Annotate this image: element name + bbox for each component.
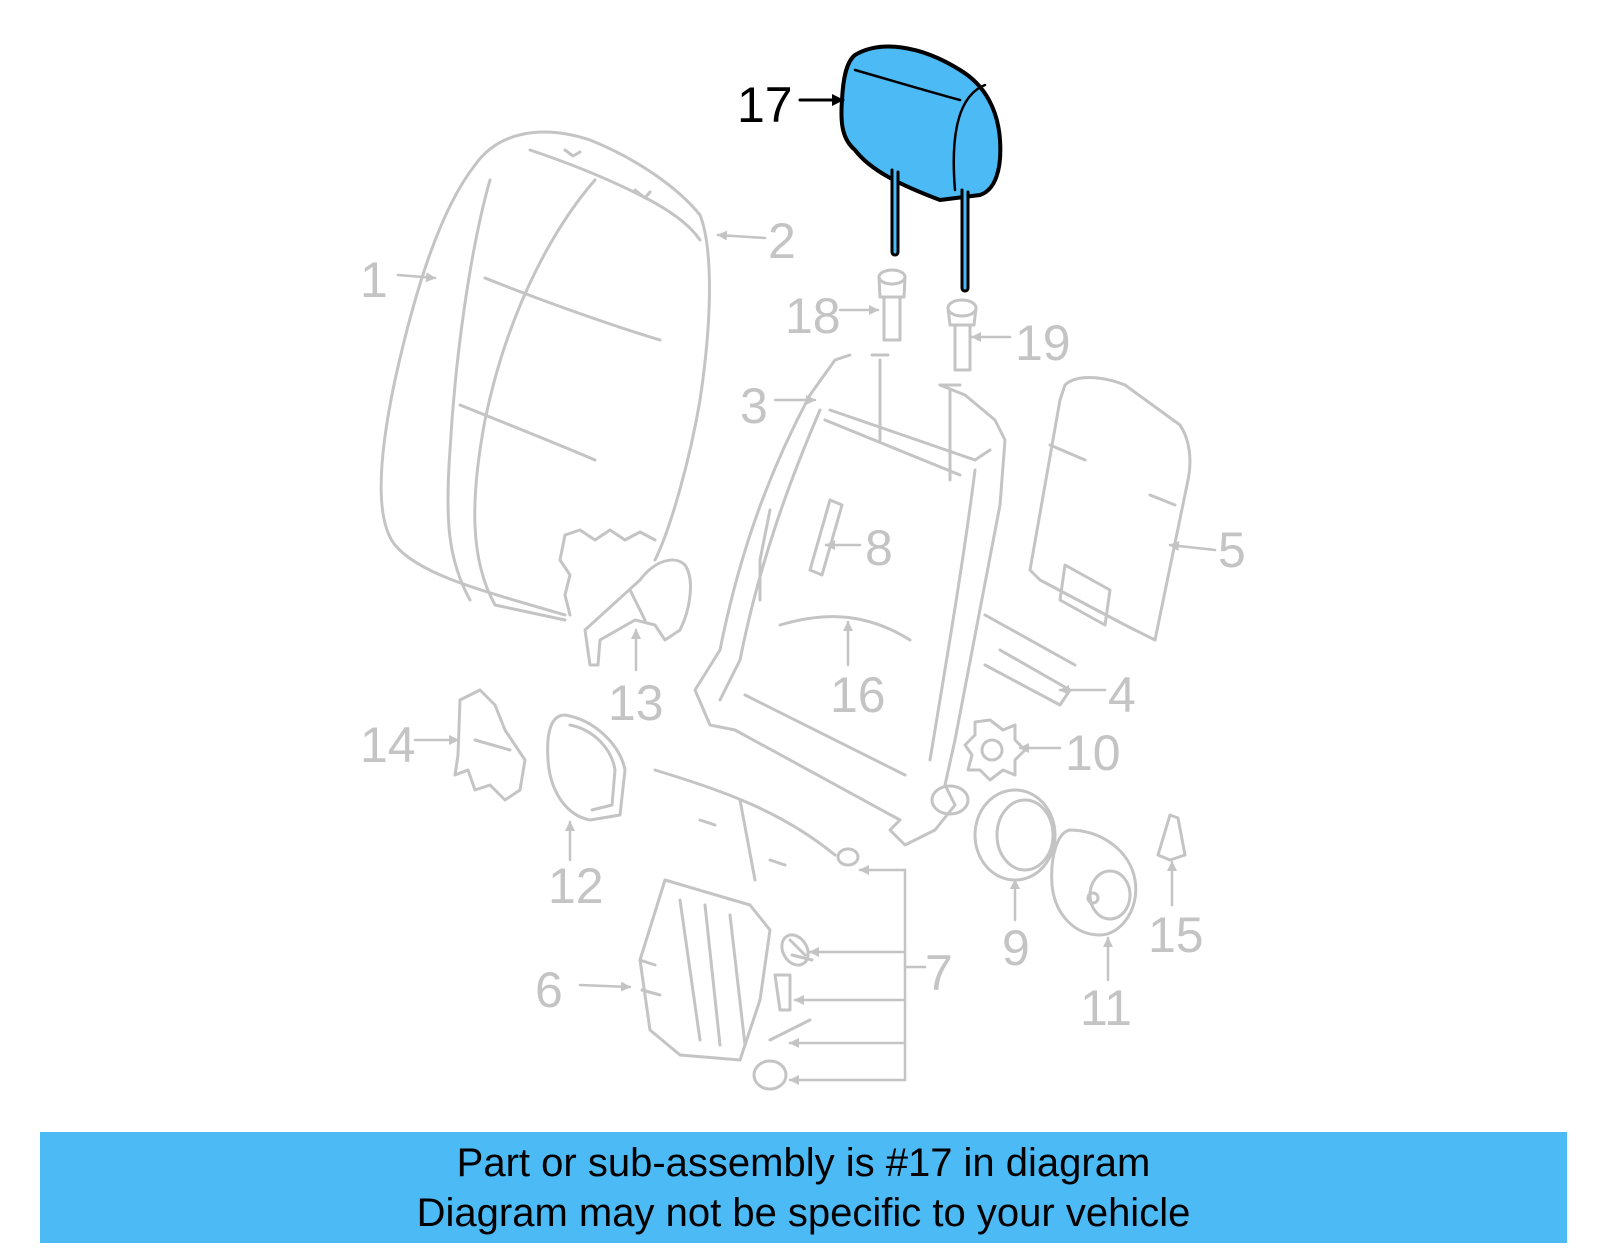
callout-2: 2	[768, 213, 796, 269]
callout-5: 5	[1218, 522, 1246, 578]
part-9-knob	[973, 788, 1057, 882]
part-5-rear-panel	[1028, 376, 1192, 642]
part-3-seat-frame	[693, 353, 1007, 847]
part-6-cushion-pad	[638, 878, 772, 1062]
info-banner: Part or sub-assembly is #17 in diagram D…	[40, 1132, 1567, 1243]
callout-18: 18	[785, 288, 841, 344]
part-11-cover	[1050, 828, 1138, 937]
callout-7: 7	[925, 945, 953, 1001]
banner-line-1: Part or sub-assembly is #17 in diagram	[456, 1140, 1151, 1185]
part-18-guide	[877, 268, 907, 342]
part-1-seatback-cover	[379, 130, 711, 617]
callout-8: 8	[865, 520, 893, 576]
callout-17: 17	[737, 77, 793, 133]
part-13-bracket	[583, 558, 692, 667]
leader-lines	[396, 230, 1217, 1085]
callout-3: 3	[740, 378, 768, 434]
callout-1: 1	[360, 252, 388, 308]
callout-10: 10	[1065, 725, 1121, 781]
part-2-back-panel	[473, 178, 657, 622]
callout-16: 16	[830, 667, 886, 723]
callout-6: 6	[535, 962, 563, 1018]
banner-background	[40, 1132, 1567, 1243]
part-12-trim	[546, 713, 627, 822]
part-4-lumbar-bar	[983, 613, 1077, 707]
part-10-gear	[963, 718, 1027, 782]
part-8-clip	[808, 498, 844, 577]
callout-labels: 1 2 3 4 5 6 7 8 9 10 11 12 13 14 15 16 1…	[360, 77, 1246, 1036]
callout-13: 13	[608, 675, 664, 731]
callout-12: 12	[548, 858, 604, 914]
part-15-clip	[1156, 813, 1187, 862]
callout-19: 19	[1015, 315, 1071, 371]
callout-4: 4	[1108, 667, 1136, 723]
callout-9: 9	[1002, 920, 1030, 976]
part-7-fasteners	[653, 768, 860, 1091]
ghost-parts	[379, 130, 1217, 1091]
callout-15: 15	[1148, 907, 1204, 963]
part-16-wire	[778, 615, 912, 642]
callout-11: 11	[1080, 980, 1132, 1036]
part-14-bracket	[453, 688, 527, 802]
banner-line-2: Diagram may not be specific to your vehi…	[416, 1190, 1191, 1235]
part-19-guide	[946, 298, 978, 372]
part-17-headrest	[798, 44, 1003, 293]
callout-14: 14	[360, 717, 416, 773]
